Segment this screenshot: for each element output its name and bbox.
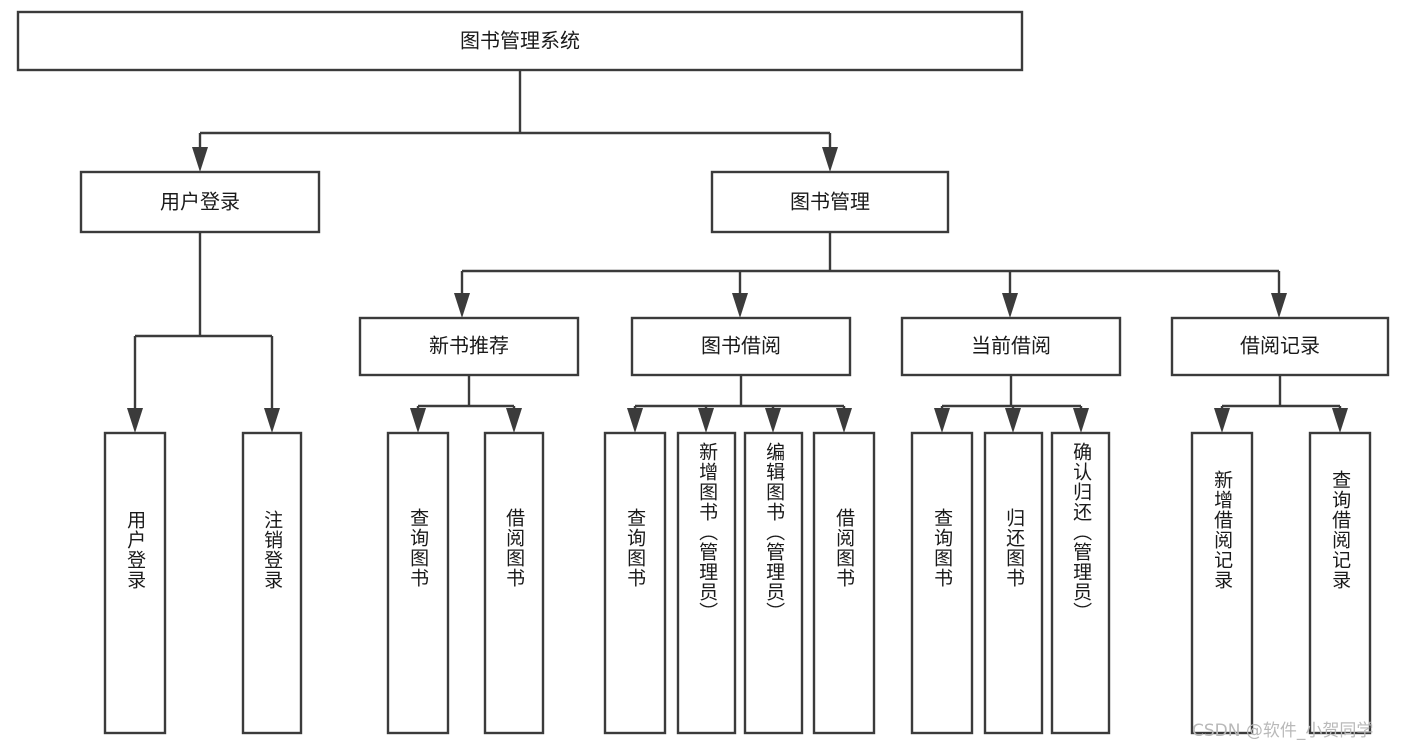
arrow-head-user-login	[192, 147, 208, 172]
node-borrow-record-label: 借阅记录	[1240, 334, 1320, 358]
arrow-head-leaf-query-book-rec	[410, 408, 426, 433]
leaf-boxes[interactable]	[103, 431, 1372, 735]
node-leaf-add-record-box[interactable]	[1190, 431, 1254, 735]
arrow-head-leaf-user-login	[127, 408, 143, 433]
arrow-head-book-manage	[822, 147, 838, 172]
node-book-borrow-label: 图书借阅	[701, 334, 781, 358]
arrow-head-leaf-borrow-book	[836, 408, 852, 433]
node-borrow-record-box[interactable]	[1170, 316, 1390, 377]
node-current-borrow-label: 当前借阅	[971, 334, 1051, 358]
arrow-head-leaf-confirm-return	[1073, 408, 1089, 433]
arrow-head-leaf-query-record	[1332, 408, 1348, 433]
node-leaf-user-login-box[interactable]	[103, 431, 167, 735]
node-user-login-box[interactable]	[79, 170, 321, 234]
node-root-box[interactable]	[16, 10, 1024, 72]
node-leaf-query-book-rec-box[interactable]	[386, 431, 450, 735]
arrow-head-leaf-add-record	[1214, 408, 1230, 433]
node-leaf-logout-box[interactable]	[241, 431, 303, 735]
arrow-head-leaf-add-book	[698, 408, 714, 433]
arrow-head-borrow-record	[1271, 293, 1287, 318]
arrow-head-leaf-query-book-cur	[934, 408, 950, 433]
node-leaf-query-book-cur-box[interactable]	[910, 431, 974, 735]
arrow-head-new-book-rec	[454, 293, 470, 318]
arrow-head-current-borrow	[1002, 293, 1018, 318]
node-leaf-add-book-box[interactable]	[676, 431, 737, 735]
node-root-label: 图书管理系统	[460, 29, 580, 53]
node-leaf-borrow-book-box[interactable]	[812, 431, 876, 735]
arrow-head-leaf-edit-book	[765, 408, 781, 433]
arrow-head-leaf-logout	[264, 408, 280, 433]
node-borrow-record[interactable]: 借阅记录	[1170, 316, 1390, 377]
node-new-book-rec-box[interactable]	[358, 316, 580, 377]
node-leaf-query-record-box[interactable]	[1308, 431, 1372, 735]
node-leaf-confirm-return-box[interactable]	[1050, 431, 1111, 735]
node-book-manage-label: 图书管理	[790, 190, 870, 214]
node-book-manage[interactable]: 图书管理	[710, 170, 950, 234]
csdn-watermark: CSDN @软件_小贺同学	[1192, 721, 1374, 741]
node-root[interactable]: 图书管理系统	[16, 10, 1024, 72]
node-user-login-label: 用户登录	[160, 190, 240, 214]
connectors	[127, 70, 1348, 433]
arrow-head-leaf-return-book	[1005, 408, 1021, 433]
node-leaf-edit-book-box[interactable]	[743, 431, 804, 735]
node-new-book-rec-label: 新书推荐	[429, 334, 509, 358]
arrow-head-book-borrow	[732, 293, 748, 318]
arrow-head-leaf-query-book-borrow	[627, 408, 643, 433]
node-user-login[interactable]: 用户登录	[79, 170, 321, 234]
node-new-book-rec[interactable]: 新书推荐	[358, 316, 580, 377]
node-current-borrow-box[interactable]	[900, 316, 1122, 377]
arrow-head-leaf-borrow-book-rec	[506, 408, 522, 433]
node-book-manage-box[interactable]	[710, 170, 950, 234]
node-book-borrow-box[interactable]	[630, 316, 852, 377]
node-current-borrow[interactable]: 当前借阅	[900, 316, 1122, 377]
node-leaf-query-book-borrow-box[interactable]	[603, 431, 667, 735]
node-leaf-return-book-box[interactable]	[983, 431, 1044, 735]
node-leaf-borrow-book-rec-box[interactable]	[483, 431, 545, 735]
node-book-borrow[interactable]: 图书借阅	[630, 316, 852, 377]
